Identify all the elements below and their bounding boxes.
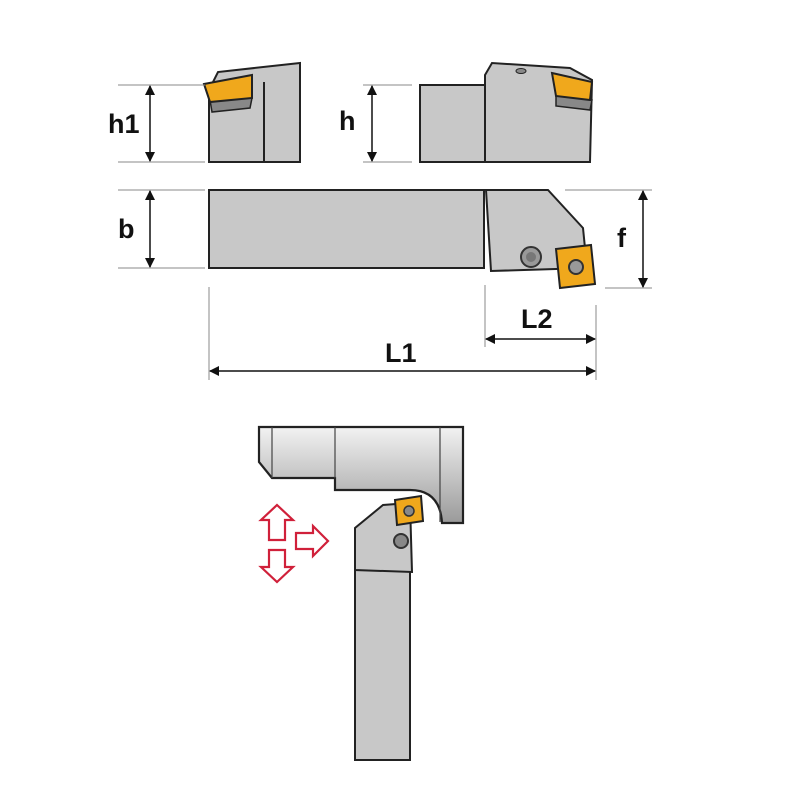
insert (550, 71, 594, 102)
holder-bottom (354, 494, 425, 761)
side-view (419, 61, 594, 163)
end-view-left (202, 61, 301, 163)
top-view (208, 189, 597, 290)
arrow-up-icon (258, 503, 296, 542)
label-l1: L1 (385, 338, 417, 368)
arrow-down-icon (258, 548, 296, 584)
dimension-h: h (339, 84, 412, 163)
workpiece (257, 425, 465, 525)
dimension-l1: L1 (208, 287, 596, 380)
label-f: f (617, 223, 627, 253)
label-b: b (118, 214, 135, 244)
label-l2: L2 (521, 304, 553, 334)
dimension-b: b (118, 189, 205, 269)
arrow-right-icon (294, 523, 330, 559)
feed-direction-arrows (258, 503, 330, 584)
dimension-f: f (565, 189, 652, 289)
label-h1: h1 (108, 109, 140, 139)
insert (202, 73, 253, 104)
dimension-l2: L2 (484, 285, 597, 380)
dimension-h1: h1 (108, 84, 205, 163)
label-h: h (339, 106, 356, 136)
